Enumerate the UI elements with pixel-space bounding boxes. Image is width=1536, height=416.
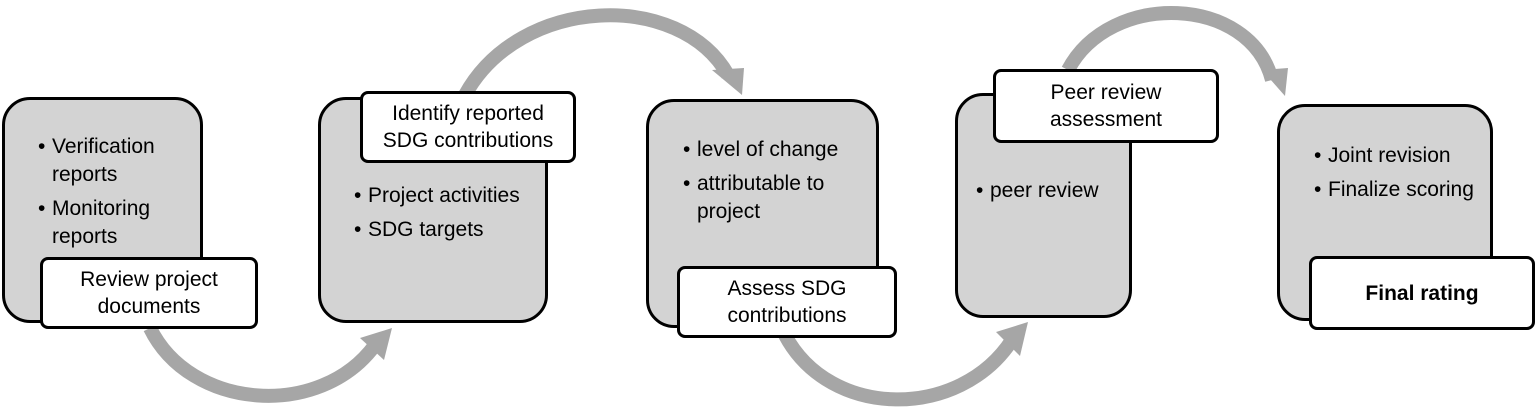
arrowhead-3: [996, 322, 1028, 356]
bullet: Joint revision: [1314, 142, 1476, 170]
bullet: Project activities: [354, 182, 536, 210]
bullet: level of change: [683, 136, 865, 164]
bullet: attributable to project: [683, 170, 865, 226]
arrowhead-2: [712, 68, 744, 95]
bullet: SDG targets: [354, 216, 536, 244]
bullet: Finalize scoring: [1314, 176, 1476, 204]
step-5-bullets: Joint revision Finalize scoring: [1314, 142, 1476, 210]
arrowhead-1: [360, 328, 392, 360]
step-1-label: Review project documents: [40, 257, 258, 329]
step-4-label: Peer review assessment: [993, 69, 1219, 143]
step-3-bullets: level of change attributable to project: [683, 136, 865, 232]
arrow-3-to-4: [778, 331, 1018, 407]
step-4-bullets: peer review: [976, 177, 1138, 211]
step-2-bullets: Project activities SDG targets: [354, 182, 536, 250]
arrow-4-to-5: [1061, 6, 1279, 83]
step-2-label: Identify reported SDG contributions: [360, 91, 576, 163]
step-1-bullets: Verification reports Monitoring reports: [38, 133, 200, 257]
arrow-2-to-3: [458, 8, 735, 99]
step-5-label: Final rating: [1309, 256, 1535, 330]
bullet: Monitoring reports: [38, 195, 200, 251]
arrowhead-4: [1262, 68, 1288, 96]
arrow-1-to-2: [143, 324, 381, 403]
bullet: Verification reports: [38, 133, 200, 189]
step-3-label: Assess SDG contributions: [677, 266, 897, 338]
bullet: peer review: [976, 177, 1138, 205]
